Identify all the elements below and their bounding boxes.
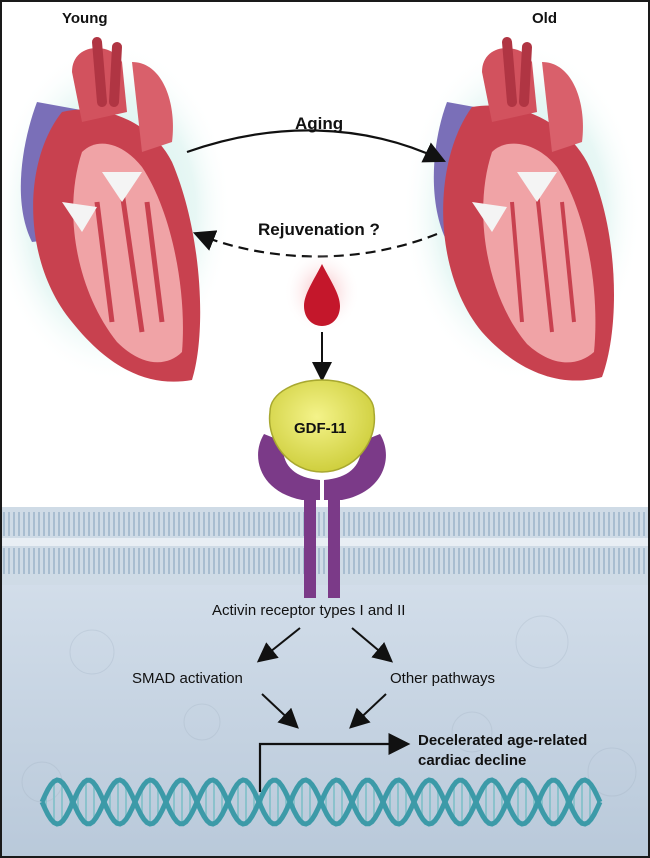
outcome-label-line1: Decelerated age-related bbox=[418, 732, 588, 749]
cell-membrane bbox=[2, 507, 648, 585]
arrow-smad-to-dna bbox=[261, 693, 299, 729]
gdf11-ligand bbox=[268, 379, 376, 473]
aging-arrow bbox=[186, 129, 446, 163]
old-heart-illustration bbox=[433, 37, 614, 381]
receptor-label: Activin receptor types I and II bbox=[212, 602, 406, 619]
young-heart-illustration bbox=[20, 37, 201, 382]
old-label: Old bbox=[532, 10, 557, 27]
young-label: Young bbox=[62, 10, 108, 27]
outcome-label-line2: cardiac decline bbox=[418, 752, 527, 769]
rejuvenation-arrow bbox=[192, 230, 438, 258]
activin-receptor bbox=[258, 434, 386, 598]
gdf11-label: GDF-11 bbox=[294, 420, 347, 437]
other-pathways-label: Other pathways bbox=[390, 670, 496, 687]
arrow-other-to-dna bbox=[349, 693, 387, 729]
transcription-arrow bbox=[258, 733, 411, 792]
blood-drop-icon bbox=[304, 264, 340, 326]
arrow-to-other-pathways bbox=[351, 627, 394, 663]
arrow-to-smad bbox=[256, 627, 301, 663]
rejuvenation-label: Rejuvenation ? bbox=[258, 220, 380, 239]
smad-activation-label: SMAD activation bbox=[132, 670, 243, 687]
dna-helix bbox=[39, 777, 603, 827]
aging-label: Aging bbox=[295, 114, 344, 133]
